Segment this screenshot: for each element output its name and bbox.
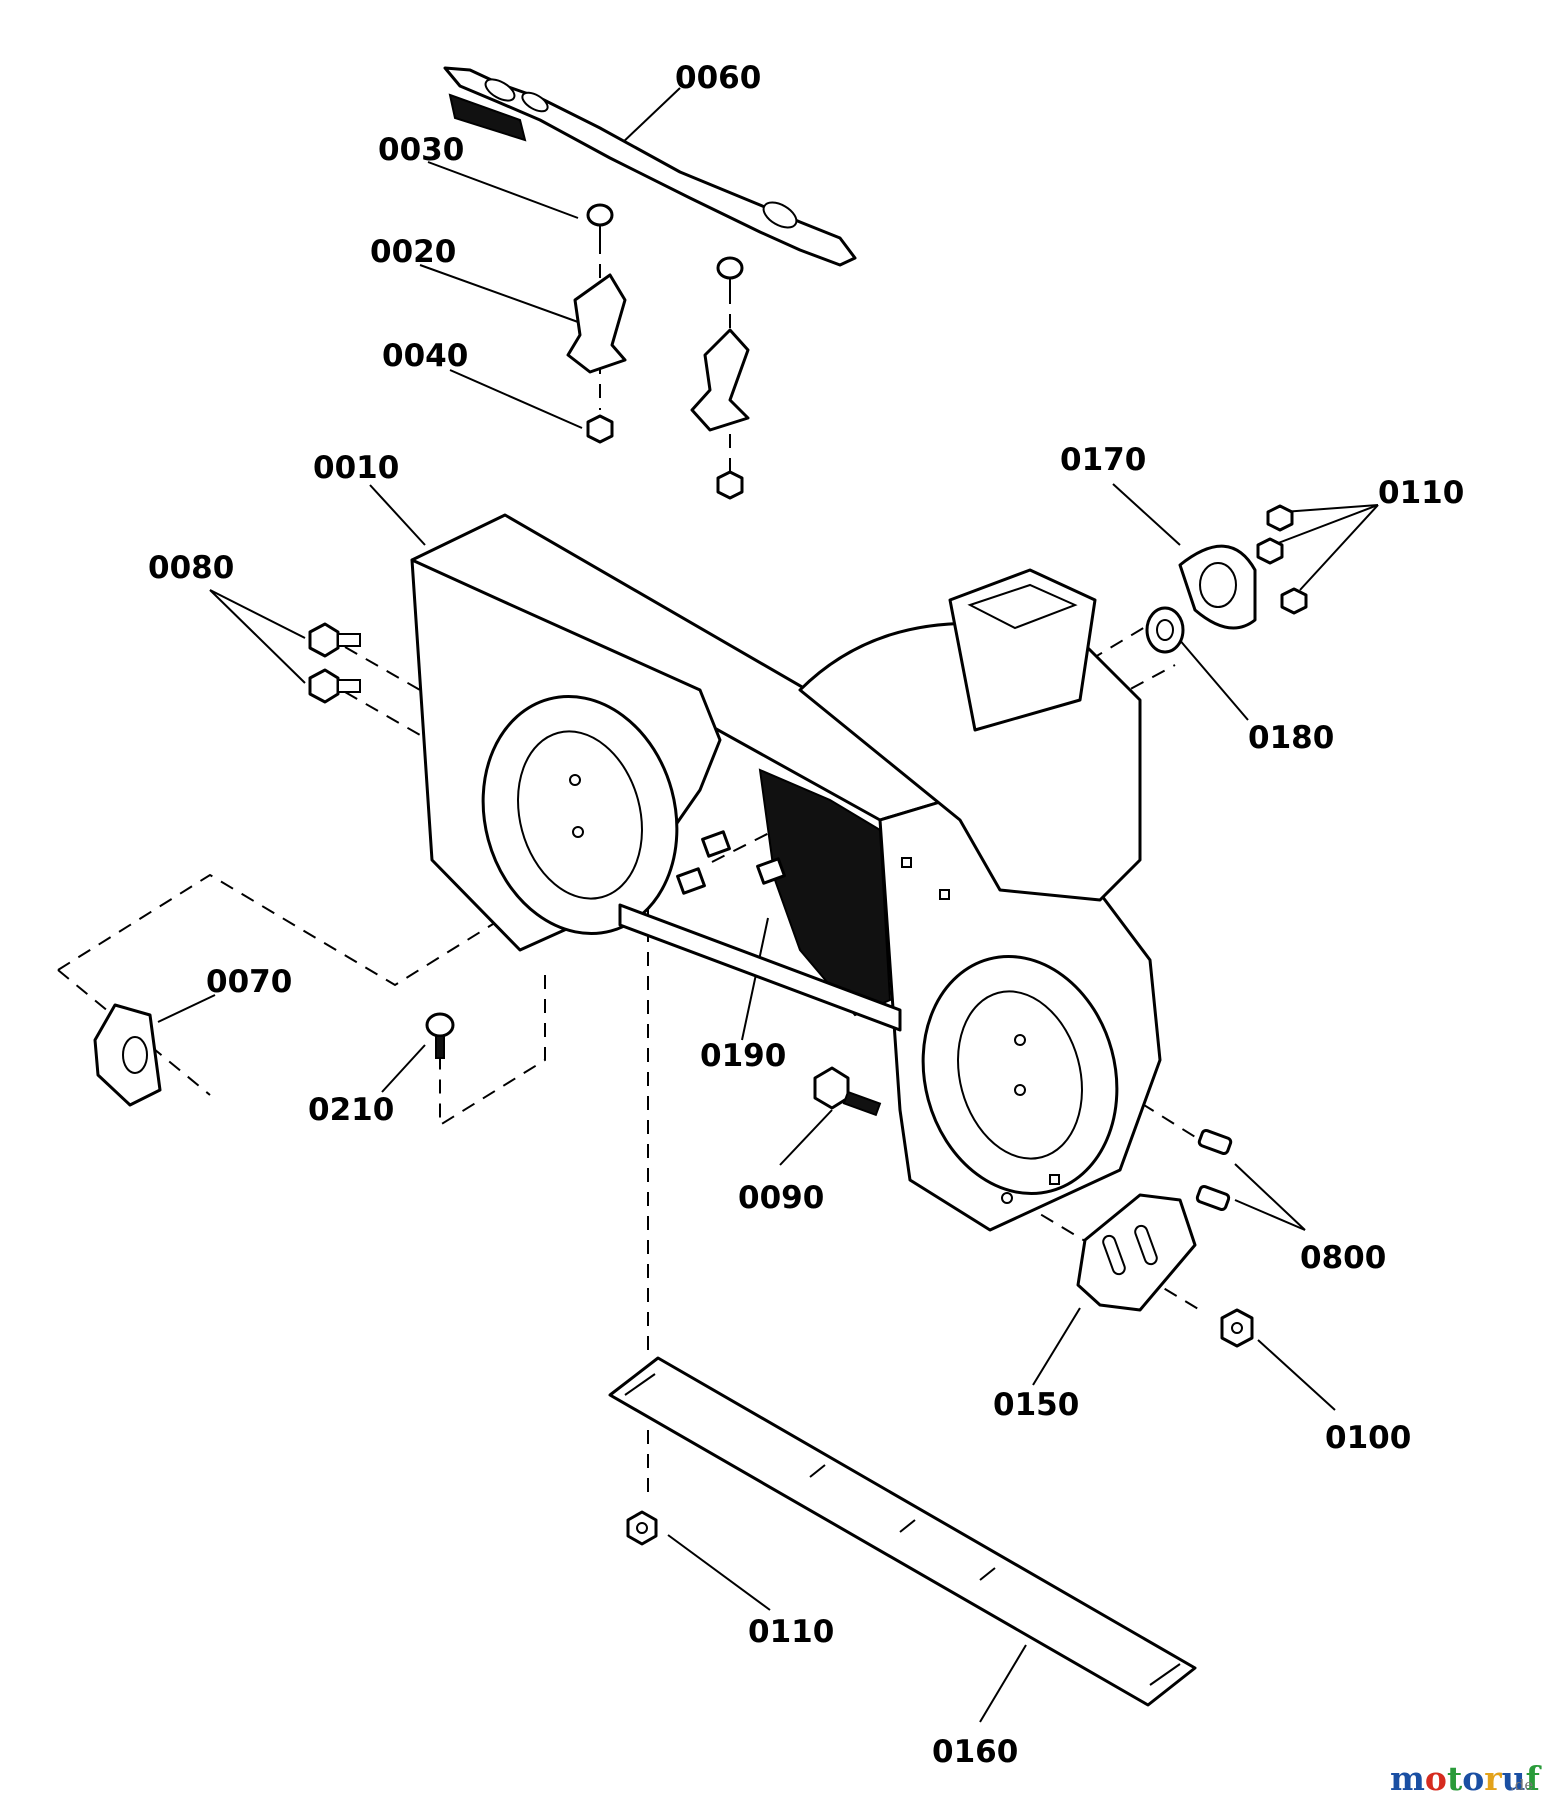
- callout-labels: 0060 0030 0020 0040 0010 0080 0170 0110 …: [148, 60, 1464, 1770]
- callout-0090: 0090: [738, 1180, 824, 1216]
- nut-0040: [586, 414, 614, 444]
- watermark-text: motoruf: [1390, 1759, 1542, 1798]
- chute-crank-rod: [443, 66, 857, 267]
- bearing-0180: [1145, 606, 1185, 654]
- callout-0010: 0010: [313, 450, 399, 486]
- bracket-0020: [566, 273, 627, 374]
- wm-letter: t: [1447, 1759, 1463, 1798]
- bolt-0090: [813, 1066, 882, 1117]
- skid-shoe-0150: [1076, 1193, 1197, 1312]
- watermark-suffix: .de: [1510, 1776, 1533, 1794]
- bracket-right: [690, 328, 750, 432]
- nut-0110-bottom: [626, 1510, 658, 1546]
- nut-right-top: [716, 470, 744, 500]
- watermark-logo: motoruf .de: [1390, 1759, 1542, 1798]
- callout-0060: 0060: [675, 60, 761, 96]
- callout-0070: 0070: [206, 964, 292, 1000]
- callout-0080: 0080: [148, 550, 234, 586]
- callout-0150: 0150: [993, 1387, 1079, 1423]
- wm-letter: u: [1502, 1759, 1526, 1798]
- nut-0100: [1220, 1308, 1254, 1348]
- callout-0160: 0160: [932, 1734, 1018, 1770]
- nuts-0110-top: [1256, 504, 1308, 615]
- bolt-0080-lower: [308, 668, 361, 704]
- bearing-flange-0170: [1178, 544, 1257, 630]
- wm-letter: f: [1526, 1759, 1542, 1798]
- wm-letter: m: [1390, 1759, 1425, 1798]
- callout-0110-top: 0110: [1378, 475, 1464, 511]
- bolt-0080-upper: [308, 622, 361, 658]
- screw-top-right: [716, 256, 744, 295]
- screw-0030: [586, 203, 614, 240]
- callout-0190: 0190: [700, 1038, 786, 1074]
- callout-0030: 0030: [378, 132, 464, 168]
- carriage-bolt-0210: [425, 1012, 455, 1059]
- leader-lines: [157, 87, 1379, 1723]
- callout-0020: 0020: [370, 234, 456, 270]
- bolts-0800: [1195, 1128, 1233, 1212]
- bolts-0190: [676, 830, 786, 895]
- skid-0070: [93, 1003, 162, 1107]
- callout-0800: 0800: [1300, 1240, 1386, 1276]
- auger-housing: [410, 513, 1162, 1232]
- callout-0100: 0100: [1325, 1420, 1411, 1456]
- wm-letter: o: [1462, 1759, 1484, 1798]
- wm-letter: o: [1425, 1759, 1447, 1798]
- callout-0170: 0170: [1060, 442, 1146, 478]
- wm-letter: r: [1484, 1759, 1502, 1798]
- callout-0110-bottom: 0110: [748, 1614, 834, 1650]
- callout-0040: 0040: [382, 338, 468, 374]
- callout-0210: 0210: [308, 1092, 394, 1128]
- callout-0180: 0180: [1248, 720, 1334, 756]
- scraper-bar-0160: [608, 1356, 1197, 1707]
